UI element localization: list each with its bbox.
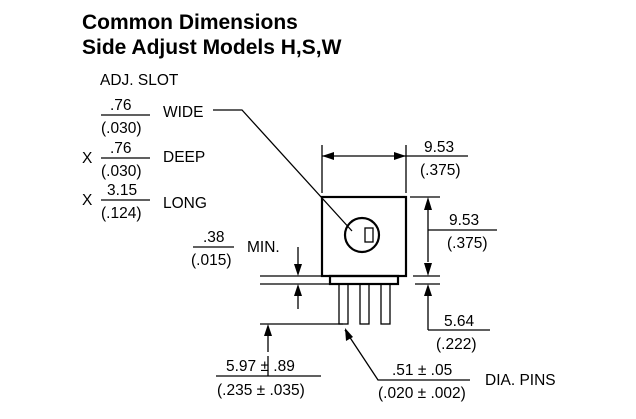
pin-length-arrow xyxy=(424,284,432,296)
component-body xyxy=(320,195,408,278)
pin-diameter-label: DIA. PINS xyxy=(485,372,556,389)
height-in: (.375) xyxy=(447,235,488,252)
pin-middle xyxy=(359,283,370,325)
slot-deep-x: X xyxy=(82,150,93,167)
pin-diameter-arrow xyxy=(345,328,353,341)
slot-long-in: (.124) xyxy=(101,205,142,222)
adjuster-slot xyxy=(364,227,374,243)
standoff-in: (.015) xyxy=(191,252,232,269)
slot-long-label: LONG xyxy=(163,195,207,212)
standoff-mm: .38 xyxy=(203,229,225,246)
title-line-2: Side Adjust Models H,S,W xyxy=(82,36,342,59)
pin-length-mm: 5.64 xyxy=(444,313,475,330)
pin-spacing-in: (.235 ± .035) xyxy=(217,382,305,399)
slot-wide-label: WIDE xyxy=(163,104,203,121)
pin-left xyxy=(338,283,349,325)
width-in: (.375) xyxy=(420,162,461,179)
slot-deep-mm: .76 xyxy=(110,140,132,157)
slot-long-mm: 3.15 xyxy=(107,182,137,199)
pin-spacing-mm: 5.97 ± .89 xyxy=(226,358,295,375)
standoff-arrow-bottom xyxy=(294,284,302,296)
height-mm: 9.53 xyxy=(449,212,479,229)
pin-diameter-mm: .51 ± .05 xyxy=(392,362,452,379)
component-base xyxy=(328,274,400,286)
pin-diameter-in: (.020 ± .002) xyxy=(378,385,466,402)
height-arrow-top xyxy=(424,197,432,210)
slot-long-x: X xyxy=(82,192,93,209)
standoff-arrow-top xyxy=(294,264,302,276)
height-arrow-bottom xyxy=(424,263,432,276)
title-line-1: Common Dimensions xyxy=(82,11,298,34)
pin-spacing-arrow xyxy=(264,324,272,336)
standoff-label: MIN. xyxy=(247,239,280,256)
slot-wide-in: (.030) xyxy=(101,120,142,137)
adj-slot-heading: ADJ. SLOT xyxy=(100,72,179,89)
pin-diameter-leader xyxy=(344,329,470,381)
slot-wide-mm: .76 xyxy=(110,97,132,114)
adjuster-screw xyxy=(343,216,381,254)
pin-right xyxy=(380,283,391,325)
slot-deep-in: (.030) xyxy=(101,163,142,180)
pin-length-in: (.222) xyxy=(436,336,477,353)
width-arrow-right xyxy=(394,152,406,160)
width-mm: 9.53 xyxy=(424,139,454,156)
width-arrow-left xyxy=(322,152,334,160)
slot-deep-label: DEEP xyxy=(163,149,205,166)
wide-leader-line xyxy=(213,109,353,232)
